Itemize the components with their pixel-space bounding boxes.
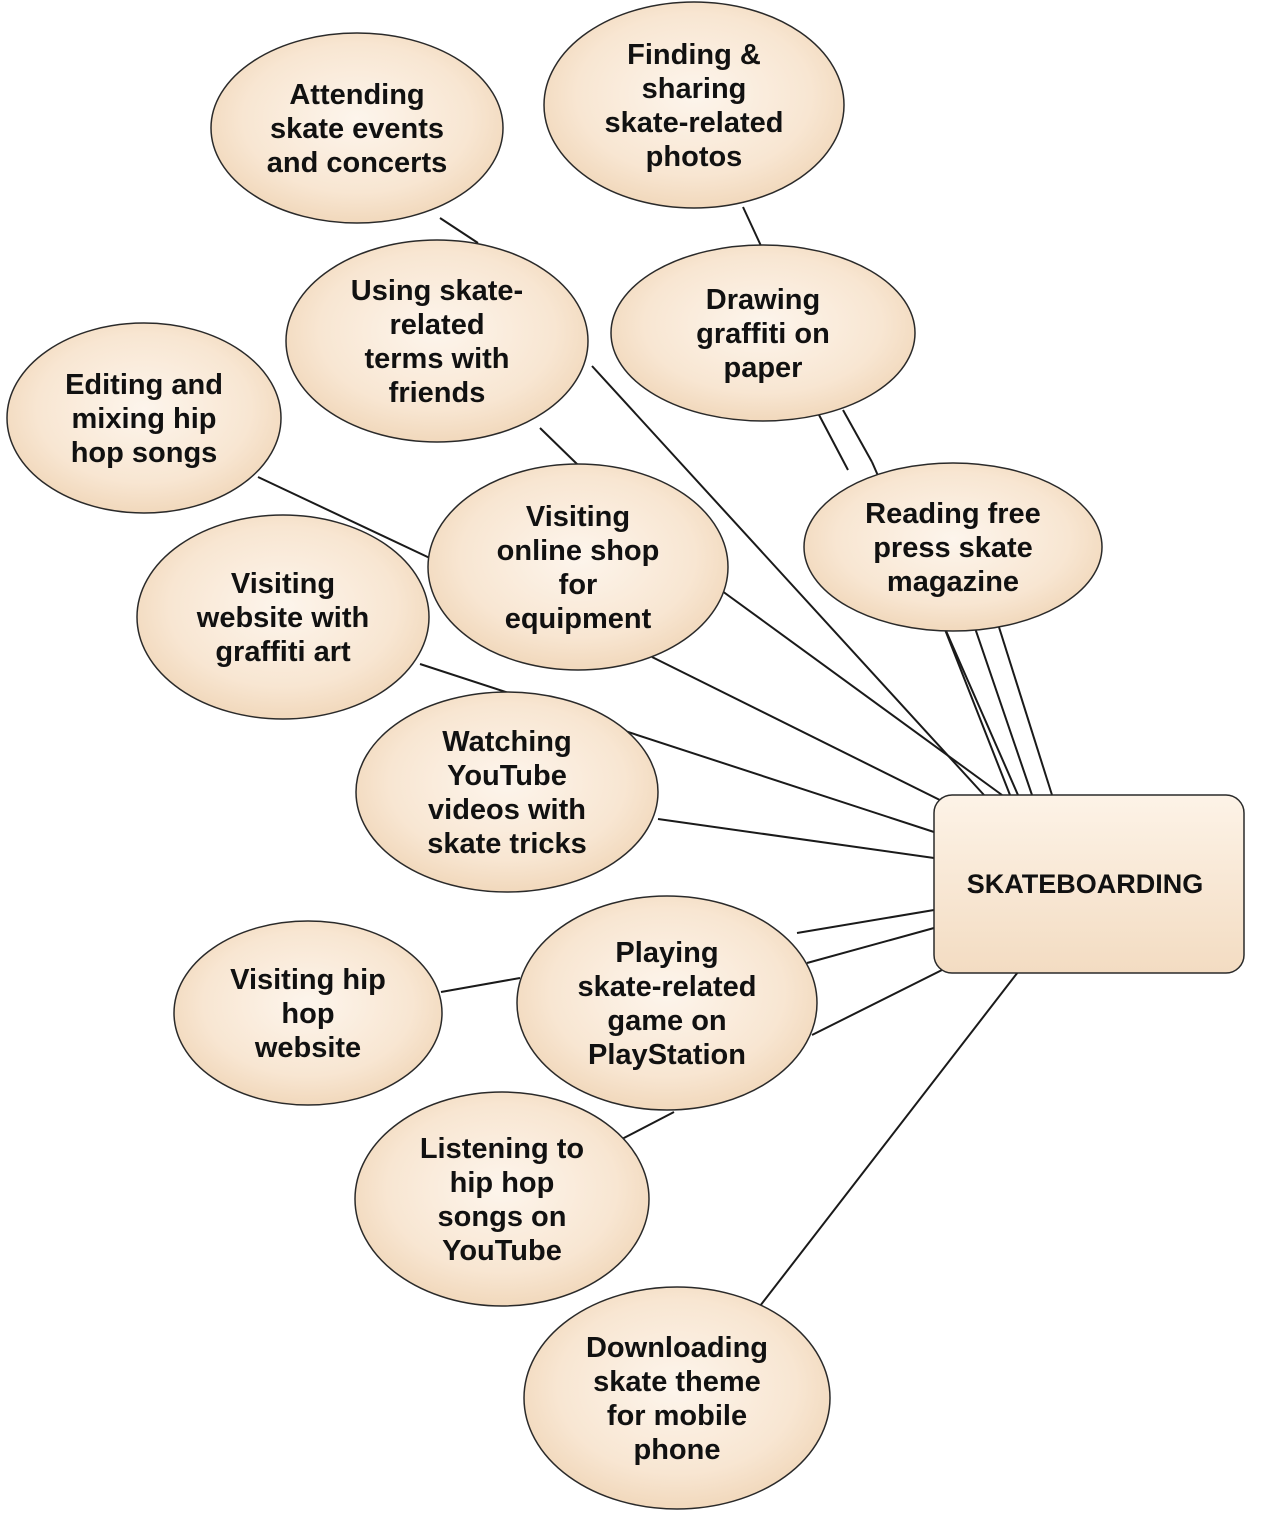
node-youtube-tricks-line-3: videos with bbox=[428, 794, 586, 826]
skateboarding-label: SKATEBOARDING bbox=[967, 869, 1204, 899]
edge-shop-center-2 bbox=[651, 656, 961, 811]
node-mobile-line-2: skate theme bbox=[593, 1366, 761, 1398]
node-shop-ellipse bbox=[427, 463, 729, 671]
node-shop-line-2: online shop bbox=[497, 535, 660, 567]
node-photos-line-4: photos bbox=[646, 141, 743, 173]
node-terms-line-1: Using skate- bbox=[351, 275, 523, 307]
node-terms-ellipse bbox=[285, 239, 589, 443]
node-shop-line-3: for bbox=[559, 569, 598, 601]
edge-editing-shop bbox=[257, 476, 435, 561]
skateboarding-box bbox=[933, 794, 1245, 974]
node-mobile-line-3: for mobile bbox=[607, 1400, 747, 1432]
edge-graffiti-paper-magazine-b bbox=[842, 409, 873, 463]
node-magazine-line-1: Reading free bbox=[865, 498, 1041, 530]
node-hiphop-web-ellipse bbox=[173, 920, 443, 1106]
node-photos-line-1: Finding & bbox=[627, 39, 761, 71]
edge-playstation-center-c bbox=[811, 967, 947, 1036]
node-attending-ellipse bbox=[210, 32, 504, 224]
node-attending-line-1: Attending bbox=[289, 79, 424, 111]
node-youtube-tricks-ellipse bbox=[355, 691, 659, 893]
node-shop-line-1: Visiting bbox=[526, 501, 630, 533]
node-attending-line-3: and concerts bbox=[267, 147, 448, 179]
node-terms-line-4: friends bbox=[389, 377, 486, 409]
node-photos-line-3: skate-related bbox=[605, 107, 784, 139]
node-mobile-line-1: Downloading bbox=[586, 1332, 768, 1364]
node-magazine-line-3: magazine bbox=[887, 566, 1019, 598]
edge-terms-shop bbox=[539, 427, 579, 466]
edge-graffiti-paper-magazine-a bbox=[817, 412, 849, 471]
node-editing-line-2: mixing hip bbox=[72, 403, 217, 435]
node-listening-line-4: YouTube bbox=[442, 1235, 562, 1267]
edge-playstation-center-b bbox=[806, 927, 935, 964]
node-youtube-tricks-line-2: YouTube bbox=[447, 760, 567, 792]
node-playstation-line-3: game on bbox=[607, 1005, 726, 1037]
node-graffiti-web-ellipse bbox=[136, 514, 430, 720]
node-terms-line-2: related bbox=[389, 309, 484, 341]
node-mobile-line-4: phone bbox=[634, 1434, 721, 1466]
node-hiphop-web-line-2: hop bbox=[281, 998, 334, 1030]
node-photos-ellipse bbox=[543, 1, 845, 209]
node-playstation-line-1: Playing bbox=[615, 937, 718, 969]
edge-magazine-center-b bbox=[974, 627, 1033, 796]
edge-hiphop-playstation bbox=[440, 977, 521, 993]
node-photos-line-2: sharing bbox=[642, 73, 747, 105]
node-graffiti-web-line-3: graffiti art bbox=[215, 636, 351, 668]
node-listening-line-3: songs on bbox=[438, 1201, 567, 1233]
node-listening-ellipse bbox=[354, 1091, 650, 1307]
skateboarding-node: SKATEBOARDING bbox=[933, 794, 1245, 974]
node-graffiti-web-line-1: Visiting bbox=[231, 568, 335, 600]
edge-youtube-tricks-center bbox=[657, 818, 935, 859]
node-hiphop-web-line-1: Visiting hip bbox=[230, 964, 386, 996]
edge-magazine-center-c bbox=[997, 623, 1053, 796]
node-playstation-line-2: skate-related bbox=[578, 971, 757, 1003]
edge-mobile-center bbox=[759, 971, 1019, 1307]
node-shop-line-4: equipment bbox=[505, 603, 652, 635]
node-youtube-tricks-line-4: skate tricks bbox=[427, 828, 587, 860]
edge-playstation-listening bbox=[619, 1111, 675, 1141]
node-graffiti-paper-line-2: graffiti on bbox=[696, 318, 830, 350]
node-attending-line-2: skate events bbox=[270, 113, 444, 145]
edge-playstation-center-a bbox=[796, 909, 935, 934]
node-graffiti-web-line-2: website with bbox=[196, 602, 369, 634]
node-editing-line-3: hop songs bbox=[71, 437, 218, 469]
node-graffiti-paper-line-1: Drawing bbox=[706, 284, 820, 316]
node-magazine-ellipse bbox=[803, 462, 1103, 632]
edge-magazine-center-a bbox=[943, 626, 1011, 796]
node-graffiti-paper-line-3: paper bbox=[724, 352, 803, 384]
edge-shop-center bbox=[717, 587, 1003, 796]
node-playstation-line-4: PlayStation bbox=[588, 1039, 746, 1071]
edge-terms-center bbox=[591, 365, 985, 796]
node-editing-line-1: Editing and bbox=[65, 369, 223, 401]
node-hiphop-web-line-3: website bbox=[254, 1032, 361, 1064]
edge-photos-graffiti-paper bbox=[742, 206, 763, 249]
node-listening-line-1: Listening to bbox=[420, 1133, 584, 1165]
node-editing-ellipse bbox=[6, 322, 282, 514]
node-magazine-line-2: press skate bbox=[873, 532, 1033, 564]
node-listening-line-2: hip hop bbox=[450, 1167, 555, 1199]
node-youtube-tricks-line-1: Watching bbox=[442, 726, 571, 758]
node-mobile-ellipse bbox=[523, 1286, 831, 1510]
edge-attending-terms bbox=[439, 217, 479, 244]
node-graffiti-paper-ellipse bbox=[610, 244, 916, 422]
node-playstation-ellipse bbox=[516, 895, 818, 1111]
node-terms-line-3: terms with bbox=[364, 343, 509, 375]
